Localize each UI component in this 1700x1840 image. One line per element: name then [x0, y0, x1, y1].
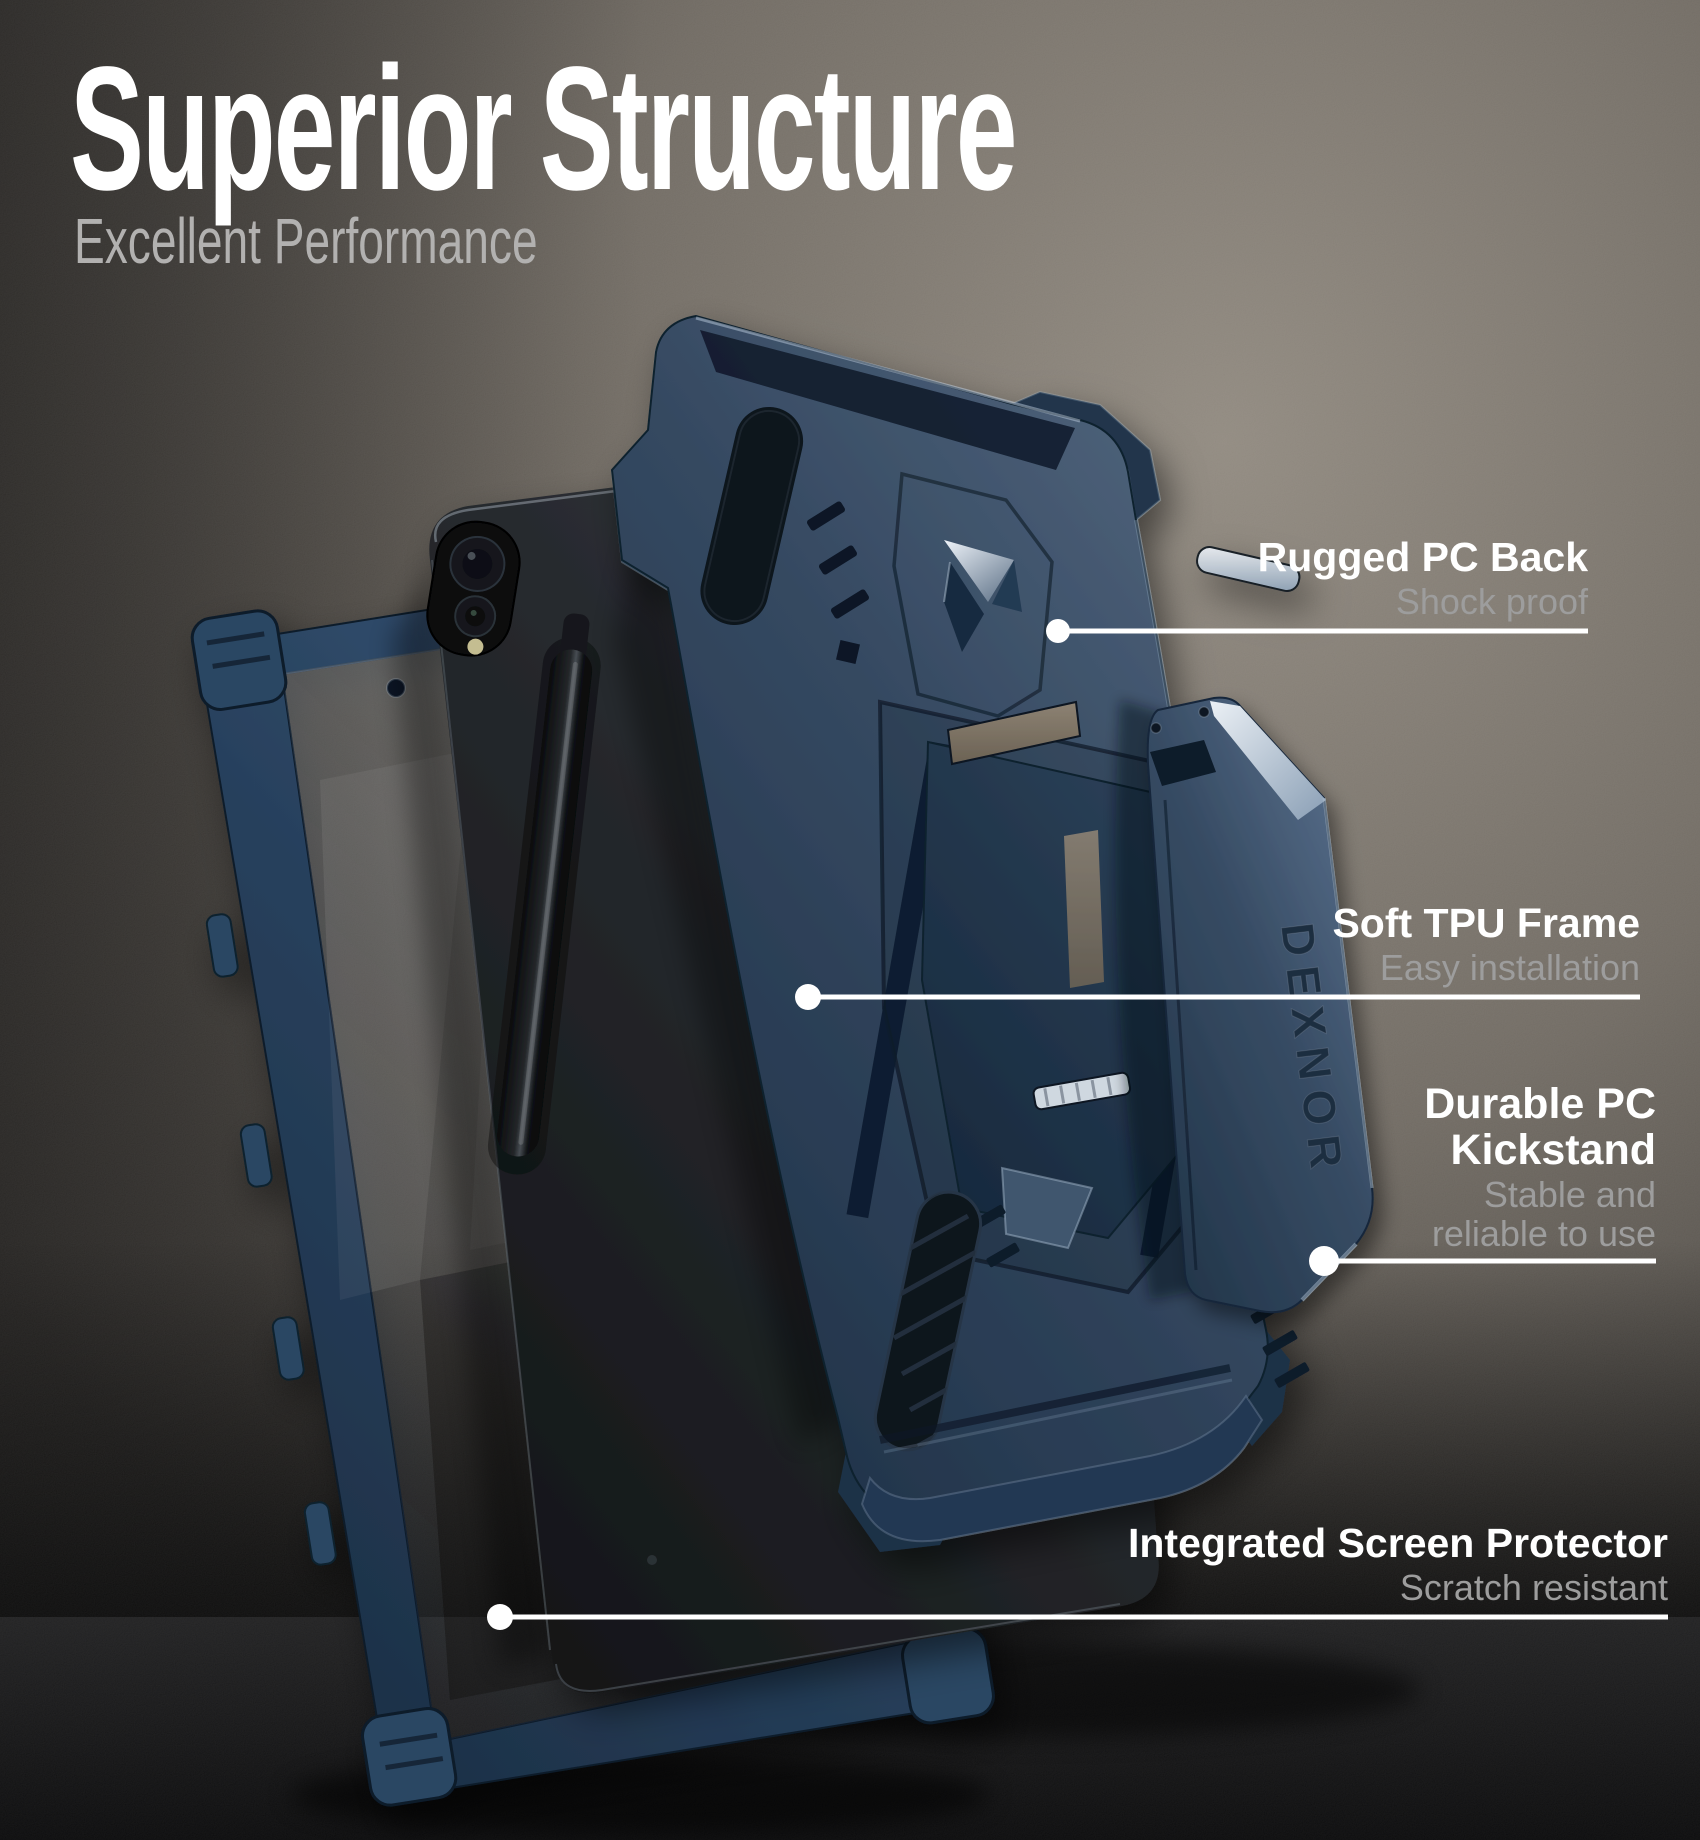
kickstand-side-slot	[1064, 830, 1104, 988]
callout-leaders	[487, 619, 1668, 1630]
edge-grip-tabs	[205, 913, 337, 1566]
camera-flash	[467, 638, 484, 655]
case-top-slot	[1196, 546, 1301, 592]
case-bottom-groove-light	[883, 1378, 1233, 1454]
plate-notch	[1150, 740, 1216, 786]
pen-highlight	[518, 661, 578, 1145]
case-top-bevel	[695, 316, 1081, 423]
plate-screw	[1150, 722, 1162, 734]
plate-screw	[1198, 706, 1210, 718]
plate-seam	[1163, 799, 1198, 1271]
case-cast-shadow	[615, 470, 840, 1445]
callout-line-tpu	[808, 994, 1640, 1000]
corner-pad	[190, 609, 288, 711]
kickstand-top-slot	[946, 700, 1082, 766]
pen-slot-opening	[700, 406, 804, 626]
callout-line-screen	[500, 1614, 1668, 1620]
camera-module	[426, 520, 521, 657]
vent-marks	[806, 501, 870, 664]
logo-panel-outline	[892, 471, 1054, 718]
kickstand-plate-illustration: DEXNOR	[1146, 696, 1374, 1314]
callout-line-rugged	[1058, 628, 1588, 634]
pen-body	[497, 649, 593, 1157]
case-top-shade	[700, 330, 1075, 470]
callout-dot-kickstand	[1309, 1246, 1339, 1276]
plate-bevel-highlight	[1210, 701, 1326, 820]
callout-dot-tpu	[795, 984, 821, 1010]
tablet-edge-highlight	[433, 436, 1029, 543]
dexnor-logo-icon	[943, 540, 1022, 652]
tablet-mic-dot	[647, 1555, 657, 1565]
tablet-edge-highlight	[431, 559, 551, 1651]
callout-line-kickstand	[1324, 1258, 1656, 1264]
tablet-cast-shadow	[392, 565, 552, 1668]
corner-pad	[361, 1707, 458, 1807]
callout-dot-rugged	[1046, 619, 1070, 643]
callout-dot-screen	[487, 1604, 513, 1630]
plate-edge-highlight	[1322, 797, 1374, 1189]
s-pen	[487, 613, 601, 1175]
plate-body	[1146, 696, 1374, 1314]
case-bottom-groove	[879, 1364, 1231, 1444]
corner-pad	[900, 1627, 995, 1725]
case-bottom-bumper	[860, 1394, 1264, 1543]
tablet-edge-highlight	[555, 1603, 1121, 1692]
